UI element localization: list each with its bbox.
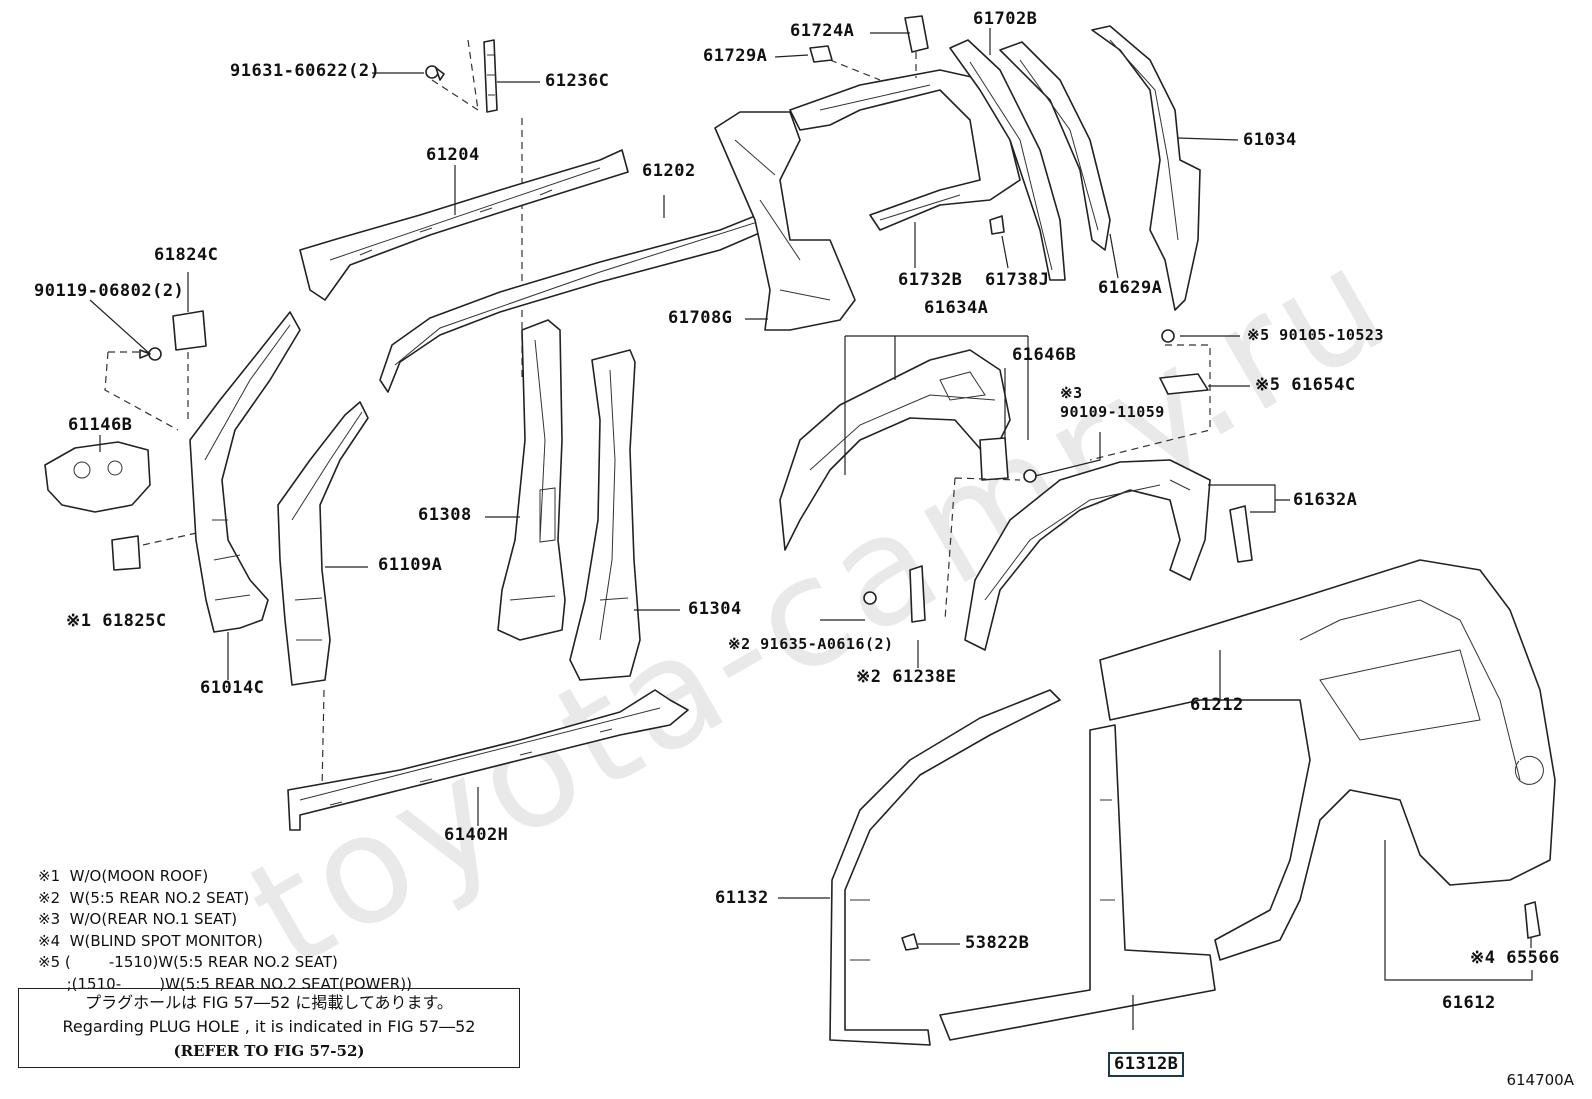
figure-code: 614700A <box>1506 1071 1574 1089</box>
reference-line-en: Regarding PLUG HOLE , it is indicated in… <box>62 1017 476 1036</box>
note-3: ※3 W/O(REAR NO.1 SEAT) <box>38 910 238 928</box>
part-61632A[interactable] <box>964 459 1253 651</box>
label-61238E: ※2 61238E <box>856 667 957 687</box>
part-61308[interactable] <box>497 319 566 641</box>
label-61014C: 61014C <box>200 678 265 698</box>
part-61312B[interactable] <box>829 689 1216 1046</box>
part-61612[interactable] <box>1099 559 1556 961</box>
label-61146B: 61146B <box>68 415 133 435</box>
label-61212: 61212 <box>1190 695 1244 715</box>
part-61724A[interactable] <box>904 15 929 53</box>
part-61646B[interactable] <box>979 437 1009 481</box>
part-61654C[interactable] <box>1159 373 1209 395</box>
footnotes: ※1 W/O(MOON ROOF) ※2 W(5:5 REAR NO.2 SEA… <box>38 866 412 995</box>
label-61729A: 61729A <box>703 46 768 66</box>
label-61202: 61202 <box>642 161 696 181</box>
part-61146B[interactable] <box>44 441 151 513</box>
part-61402H[interactable] <box>287 689 689 831</box>
label-61708G: 61708G <box>668 308 733 328</box>
label-53822B: 53822B <box>965 933 1030 953</box>
label-61634A: 61634A <box>924 298 989 318</box>
label-61402H: 61402H <box>444 825 509 845</box>
label-61236C: 61236C <box>545 71 610 91</box>
part-61708G[interactable] <box>714 111 856 331</box>
part-61014C[interactable] <box>189 311 301 633</box>
bolt-90119[interactable] <box>139 347 162 361</box>
label-65566: ※4 65566 <box>1470 948 1560 968</box>
label-90105: ※5 90105-10523 <box>1247 326 1384 344</box>
reference-box: プラグホールは FIG 57―52 に掲載してあります。 Regarding P… <box>18 988 520 1068</box>
part-53822B[interactable] <box>901 933 919 951</box>
part-61034[interactable] <box>1091 25 1201 311</box>
note-2: ※2 W(5:5 REAR NO.2 SEAT) <box>38 888 250 907</box>
label-61738J: 61738J <box>985 270 1050 290</box>
bolt-90105[interactable] <box>1161 329 1175 343</box>
label-61612: 61612 <box>1442 993 1496 1013</box>
label-61308: 61308 <box>418 505 472 525</box>
part-61109A[interactable] <box>277 401 369 686</box>
label-61109A: 61109A <box>378 555 443 575</box>
part-61204[interactable] <box>299 149 629 301</box>
label-91635: ※2 91635-A0616(2) <box>728 635 894 653</box>
note-1: ※1 W/O(MOON ROOF) <box>38 867 209 885</box>
label-91631: 91631-60622(2) <box>230 61 381 81</box>
part-61202[interactable] <box>379 209 779 393</box>
part-61238E[interactable] <box>909 565 926 623</box>
bolt-91635[interactable] <box>863 591 877 605</box>
label-61304: 61304 <box>688 599 742 619</box>
label-61646B: 61646B <box>1012 345 1077 365</box>
note-5: ※5 ( -1510)W(5:5 REAR NO.2 SEAT) <box>38 953 338 971</box>
label-61724A: 61724A <box>790 21 855 41</box>
label-61825C: ※1 61825C <box>66 611 167 631</box>
part-61702B[interactable] <box>949 39 1066 281</box>
label-90109-note: ※3 <box>1060 384 1083 402</box>
label-61654C: ※5 61654C <box>1255 375 1356 395</box>
label-61132: 61132 <box>715 888 769 908</box>
label-61632A: 61632A <box>1293 490 1358 510</box>
bolt-90109[interactable] <box>1023 469 1037 483</box>
label-61629A: 61629A <box>1098 278 1163 298</box>
label-61824C: 61824C <box>154 245 219 265</box>
label-61034: 61034 <box>1243 130 1297 150</box>
reference-line-jp: プラグホールは FIG 57―52 に掲載してあります。 <box>85 993 453 1012</box>
label-61204: 61204 <box>426 145 480 165</box>
label-90109: 90109-11059 <box>1060 403 1165 421</box>
label-61702B: 61702B <box>973 9 1038 29</box>
label-61732B: 61732B <box>898 270 963 290</box>
part-61304[interactable] <box>569 349 641 681</box>
part-61825C[interactable] <box>111 535 141 571</box>
part-61236C[interactable] <box>483 39 498 113</box>
label-61312B[interactable]: 61312B <box>1108 1052 1185 1077</box>
part-61738J[interactable] <box>989 215 1005 235</box>
reference-link[interactable]: (REFER TO FIG 57-52) <box>173 1042 365 1060</box>
part-61729A[interactable] <box>809 45 833 63</box>
note-4: ※4 W(BLIND SPOT MONITOR) <box>38 931 263 950</box>
bolt-91631[interactable] <box>425 65 445 81</box>
label-90119: 90119-06802(2) <box>34 281 185 301</box>
part-65566[interactable] <box>1524 901 1541 939</box>
part-61824C[interactable] <box>172 310 207 351</box>
part-61629A[interactable] <box>999 41 1111 251</box>
